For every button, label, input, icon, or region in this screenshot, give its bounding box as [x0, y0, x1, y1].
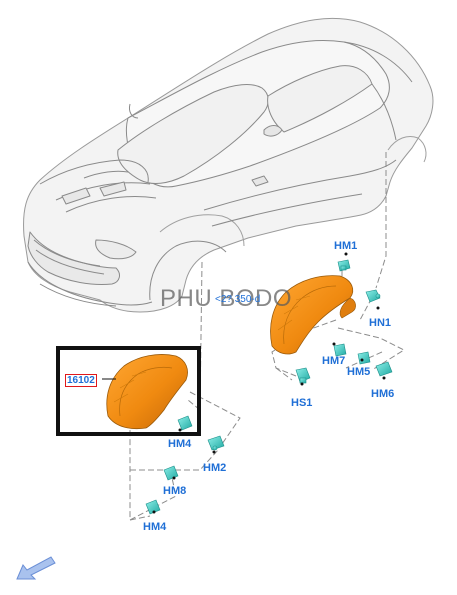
clip-hm5: [357, 351, 371, 365]
label-hm1[interactable]: HM1: [334, 240, 358, 252]
clip-hm4-upper: [177, 415, 193, 431]
car-body-drawing: [23, 17, 434, 313]
label-hm2[interactable]: HM2: [203, 462, 227, 474]
leader-lines: [129, 152, 406, 521]
label-hm7[interactable]: HM7: [322, 355, 346, 367]
selected-part-box: [56, 346, 201, 436]
clip-hm4-lower: [145, 499, 161, 515]
label-hn1[interactable]: HN1: [369, 317, 392, 329]
part-number-16102[interactable]: 16102: [65, 374, 97, 387]
fender-liner-left[interactable]: [106, 354, 188, 430]
label-hs1[interactable]: HS1: [291, 397, 313, 409]
previous-arrow-icon[interactable]: [15, 555, 57, 581]
clip-hm2: [207, 435, 225, 451]
clip-hm1: [337, 259, 351, 272]
label-hm4-lower[interactable]: HM4: [143, 521, 167, 533]
label-hm8[interactable]: HM8: [163, 485, 187, 497]
label-hm6[interactable]: HM6: [371, 388, 395, 400]
clip-hm6: [375, 361, 393, 377]
label-hm4-upper[interactable]: HM4: [168, 438, 192, 450]
label-pointers: [102, 252, 386, 514]
fastener-clips: [145, 259, 393, 515]
clip-hm7: [333, 343, 347, 357]
clip-hs1: [295, 367, 311, 384]
reference-text: <2? 350-d: [215, 294, 261, 305]
fender-liner-right[interactable]: [270, 275, 356, 355]
clip-hm8: [163, 465, 179, 481]
label-hm5[interactable]: HM5: [347, 366, 371, 378]
clip-hn1: [365, 289, 381, 303]
watermark: PHU BODO: [160, 285, 293, 312]
